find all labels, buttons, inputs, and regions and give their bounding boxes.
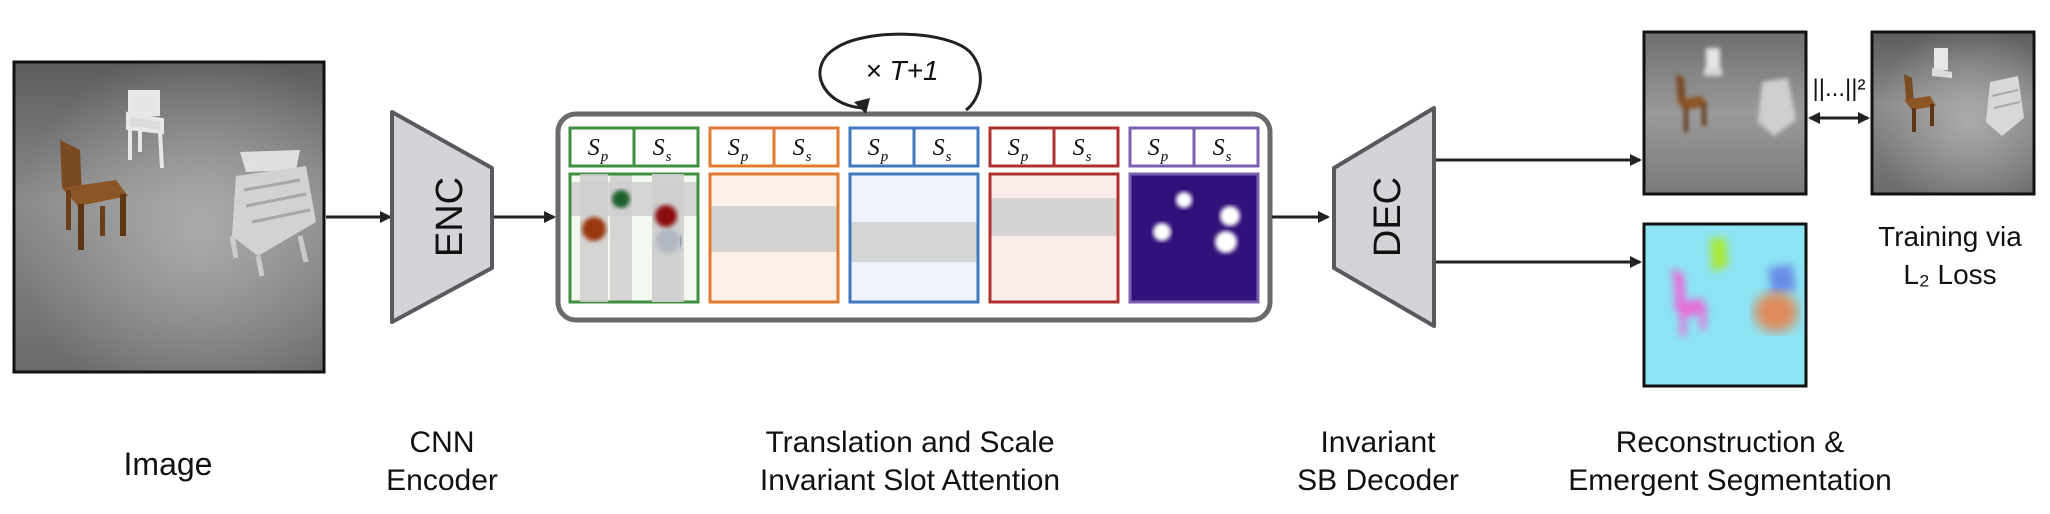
norm-label: ||...||² <box>1813 75 1866 102</box>
caption-image: Image <box>124 446 213 482</box>
slot-position-cell <box>1128 126 1196 168</box>
attention-blob <box>582 217 606 241</box>
white-chair-shape <box>126 90 164 169</box>
caption-output-line2: Emergent Segmentation <box>1568 464 1892 497</box>
caption-decoder-line2: SB Decoder <box>1297 464 1459 497</box>
caption-attention-line1: Translation and Scale <box>765 426 1054 459</box>
target-image <box>1870 30 2036 196</box>
slot-scale-cell <box>912 126 980 168</box>
attention-blob <box>1215 231 1237 253</box>
decoder-block: DEC <box>1332 106 1436 328</box>
brown-chair-shape <box>60 140 128 250</box>
slot-position-cell <box>708 126 776 168</box>
adirondack-chair-shape <box>229 150 316 277</box>
slot-position-cell <box>848 126 916 168</box>
caption-encoder-line2: Encoder <box>386 464 498 497</box>
attention-blob <box>612 190 630 208</box>
input-image <box>12 60 326 374</box>
slot-scale-cell <box>1192 126 1260 168</box>
slot-scale-cell <box>1052 126 1120 168</box>
caption-encoder-line1: CNN <box>410 426 475 459</box>
slot-position-cell <box>988 126 1056 168</box>
caption-decoder-line1: Invariant <box>1320 426 1436 459</box>
encoder-block: ENC <box>390 110 494 324</box>
training-note-line1: Training via <box>1878 221 2022 252</box>
encoder-label: ENC <box>429 177 471 257</box>
training-note-line2: L₂ Loss <box>1903 259 1996 290</box>
attention-blob <box>1220 206 1240 226</box>
segmentation-image <box>1642 222 1808 388</box>
slot-scale-cell <box>632 126 700 168</box>
slot-attention-map <box>1128 172 1260 304</box>
slot-attention-map <box>580 172 840 304</box>
loop-label: × T+1 <box>865 55 938 86</box>
iteration-loop: × T+1 <box>818 32 982 114</box>
decoder-label: DEC <box>1367 177 1409 257</box>
attention-blob <box>1153 223 1171 241</box>
reconstruction-image <box>1642 30 1808 196</box>
slot-attention-map <box>652 172 1120 304</box>
caption-attention-line2: Invariant Slot Attention <box>760 464 1060 497</box>
attention-blob <box>655 205 677 227</box>
attention-blob <box>1176 192 1192 208</box>
caption-output-line1: Reconstruction & <box>1616 426 1844 459</box>
slot-scale-cell <box>772 126 840 168</box>
